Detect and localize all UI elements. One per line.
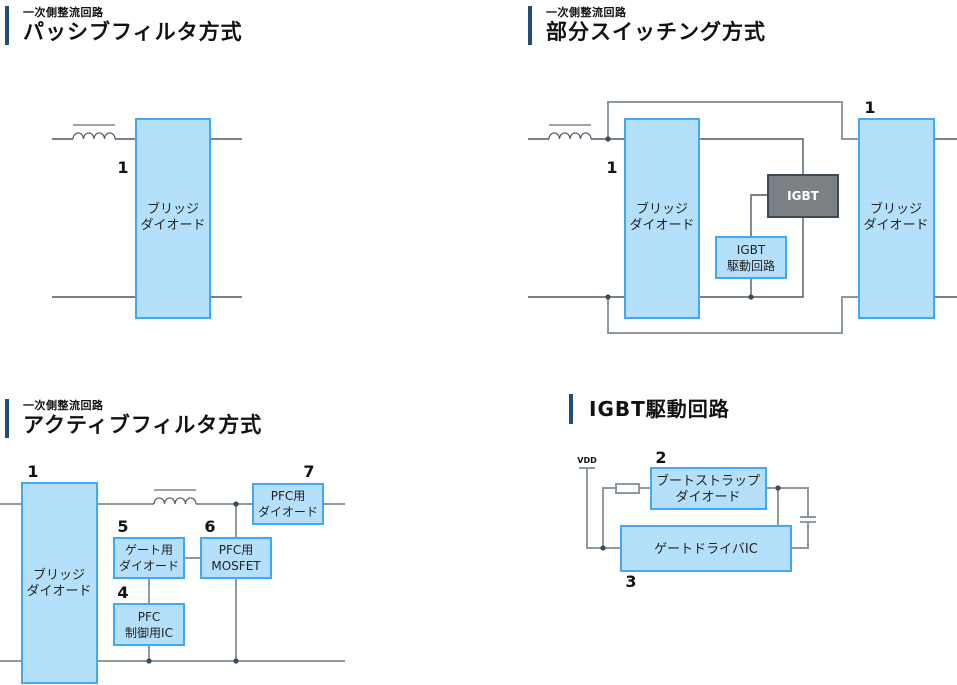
- bridge-label-1: ブリッジ: [147, 201, 199, 217]
- inductor-icon: [153, 497, 197, 505]
- pfc-diode-label-1: PFC用: [271, 489, 306, 503]
- pfc-ic-block: [113, 603, 185, 646]
- vdd-label: VDD: [577, 456, 597, 465]
- wire: [766, 487, 809, 516]
- igbt-label: IGBT: [787, 189, 819, 203]
- active-diagram: ブリッジ ダイオード 1 ゲート用 ダイオード 5 PFC 制御用IC 4 PF…: [0, 462, 345, 684]
- junction-dot: [233, 501, 239, 507]
- igbt-drive-title: IGBT駆動回路: [569, 394, 730, 424]
- junction-dot: [600, 545, 606, 551]
- bypass-wire-bottom: [607, 296, 859, 334]
- pfc-mosfet-label-1: PFC用: [219, 543, 254, 557]
- inductor-icon: [548, 132, 592, 140]
- bridge-diode-block: [135, 118, 211, 319]
- pfc-ic-label-1: PFC: [138, 610, 161, 624]
- bridge-label-1: ブリッジ: [33, 567, 85, 583]
- passive-diagram: ブリッジ ダイオード 1: [52, 118, 242, 319]
- igbt-driver-block: [715, 236, 787, 279]
- bridge-diode-block-left: [624, 118, 700, 319]
- partial-diagram: ブリッジ ダイオード 1 IGBT IGBT 駆動回路 ブリッジ ダイオード 1: [528, 98, 957, 334]
- bridge-diode-block: [21, 482, 98, 684]
- partial-subtitle: 一次側整流回路: [546, 6, 627, 19]
- component-number: 1: [117, 158, 128, 177]
- bridge-label-2: ダイオード: [26, 584, 91, 599]
- bootstrap-label-2: ダイオード: [675, 490, 740, 505]
- wire: [699, 217, 804, 298]
- igbt-block: [767, 174, 839, 218]
- bridge-label-2: ダイオード: [629, 218, 694, 233]
- partial-header: 一次側整流回路 部分スイッチング方式: [528, 6, 766, 45]
- wire: [586, 468, 620, 549]
- component-number: 6: [204, 517, 215, 536]
- passive-subtitle: 一次側整流回路: [23, 6, 104, 19]
- wire: [791, 523, 809, 549]
- junction-dot: [146, 658, 152, 664]
- active-title: アクティブフィルタ方式: [23, 413, 263, 437]
- gate-driver-label: ゲートドライバIC: [654, 542, 758, 557]
- component-number: 4: [117, 583, 128, 602]
- gate-diode-label-1: ゲート用: [125, 543, 173, 557]
- bridge-label-1: ブリッジ: [870, 201, 922, 217]
- component-number: 2: [655, 448, 666, 467]
- bridge-diode-block-right: [858, 118, 935, 319]
- pfc-mosfet-label-2: MOSFET: [211, 559, 261, 573]
- component-number: 5: [117, 517, 128, 536]
- gate-diode-label-2: ダイオード: [119, 558, 179, 573]
- active-subtitle: 一次側整流回路: [23, 399, 104, 412]
- resistor-icon: [615, 483, 640, 494]
- passive-header: 一次側整流回路 パッシブフィルタ方式: [5, 6, 243, 45]
- bootstrap-label-1: ブートストラップ: [656, 473, 760, 489]
- component-number: 3: [625, 572, 636, 591]
- bridge-label-1: ブリッジ: [636, 201, 688, 217]
- partial-title: 部分スイッチング方式: [546, 20, 766, 44]
- pfc-ic-label-2: 制御用IC: [125, 625, 173, 640]
- junction-dot: [605, 136, 611, 142]
- junction-dot: [233, 658, 239, 664]
- junction-dot: [775, 485, 781, 491]
- wire: [750, 194, 768, 237]
- wire: [602, 487, 616, 548]
- gate-driver-ic-block: [620, 525, 792, 572]
- bypass-wire-top: [607, 101, 859, 140]
- bridge-label-2: ダイオード: [140, 218, 205, 233]
- gate-diode-block: [113, 537, 185, 579]
- igbt-driver-label-2: 駆動回路: [727, 258, 775, 273]
- junction-dot: [605, 294, 611, 300]
- component-number: 1: [27, 462, 38, 481]
- component-number: 1: [864, 98, 875, 117]
- passive-title: パッシブフィルタ方式: [23, 20, 243, 44]
- active-header: 一次側整流回路 アクティブフィルタ方式: [5, 399, 262, 438]
- junction-dot: [748, 294, 754, 300]
- pfc-mosfet-block: [200, 537, 272, 579]
- wire: [699, 138, 804, 175]
- pfc-diode-block: [252, 483, 324, 525]
- bootstrap-diode-block: [650, 467, 767, 510]
- component-number: 1: [606, 158, 617, 177]
- component-number: 7: [303, 462, 314, 481]
- igbt-drive-diagram: VDD ブートストラップ ダイオード 2 ゲートドライバIC 3: [577, 448, 816, 591]
- pfc-diode-label-2: ダイオード: [258, 504, 318, 519]
- bridge-label-2: ダイオード: [863, 218, 928, 233]
- inductor-icon: [72, 132, 116, 140]
- igbt-driver-label-1: IGBT: [737, 243, 766, 257]
